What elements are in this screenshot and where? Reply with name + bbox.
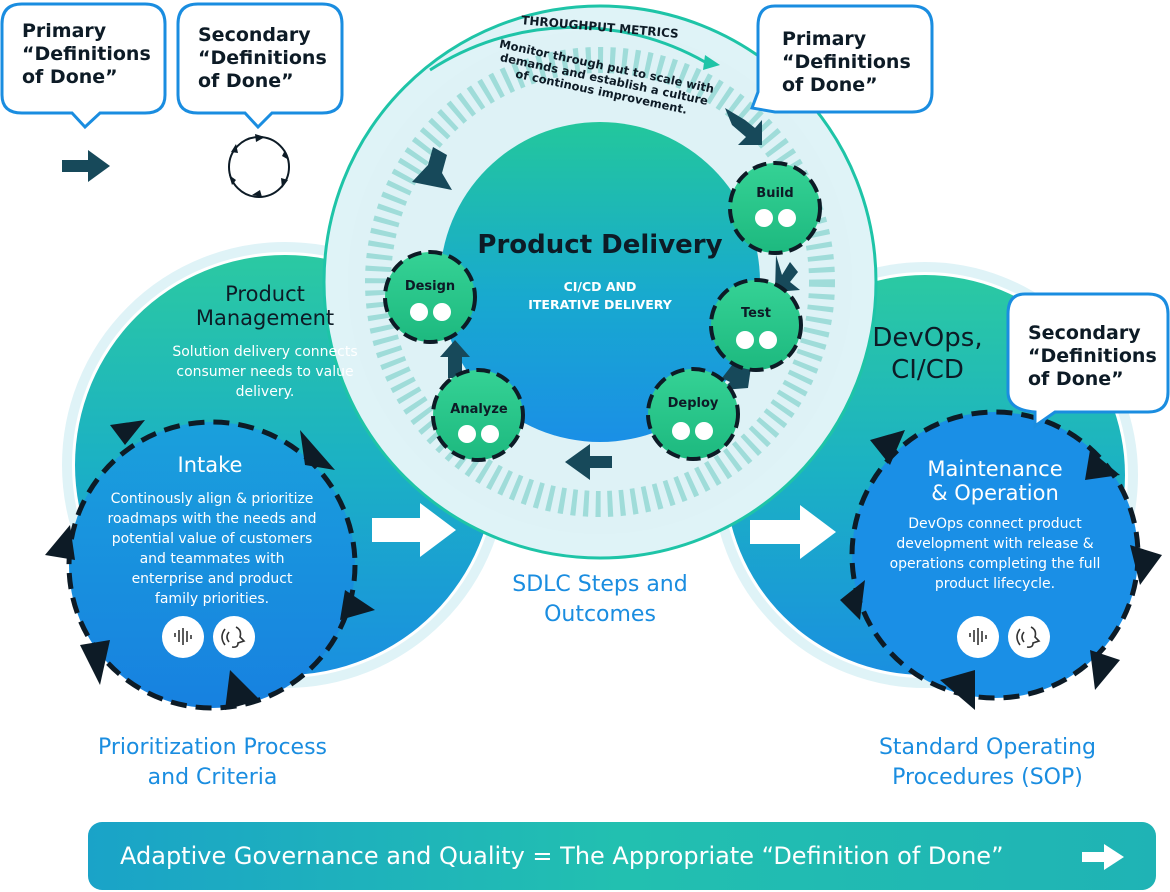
step-analyze-label: Analyze [450, 402, 508, 417]
icon-pairs [162, 209, 1050, 658]
devops-title-1: DevOps, [872, 323, 983, 353]
devops-title: DevOps, CI/CD [850, 322, 1005, 386]
maintenance-body: DevOps connect product development with … [889, 516, 1101, 592]
callout-primary-top-right: Primary “Definitions of Done” [782, 28, 911, 96]
step-design-label: Design [404, 279, 456, 294]
maintenance-title: Maintenance & Operation [880, 457, 1110, 505]
throughput-arc [429, 25, 720, 72]
product-delivery-title: Product Delivery [477, 230, 723, 260]
sdlc-label: SDLC Steps and Outcomes [480, 570, 720, 630]
audio-wave-icon [174, 628, 987, 645]
callout-secondary-right: Secondary “Definitions of Done” [1028, 322, 1157, 390]
sop-label: Standard Operating Procedures (SOP) [850, 733, 1125, 793]
product-management-title: Product Management [170, 282, 360, 330]
prioritization-label: Prioritization Process and Criteria [70, 733, 355, 793]
governance-banner [88, 822, 1156, 890]
maintenance-title-1: Maintenance [927, 457, 1063, 481]
product-management-body: Solution delivery connects consumer need… [172, 344, 358, 400]
banner-arrow-icon [1082, 844, 1124, 870]
product-management-title-2: Management [195, 306, 335, 330]
sdlc-label-2: Outcomes [544, 602, 656, 627]
step-nodes [383, 161, 822, 462]
maintenance-circle [840, 409, 1162, 710]
product-delivery-subtitle: CI/CD AND ITERATIVE DELIVERY [490, 278, 710, 314]
product-delivery-sub-2: ITERATIVE DELIVERY [528, 297, 672, 312]
callout-primary-top-left: Primary “Definitions of Done” [22, 20, 151, 88]
callout-secondary-top-left: Secondary “Definitions of Done” [198, 24, 327, 92]
step-build-label: Build [756, 186, 794, 201]
intake-title: Intake [177, 453, 243, 477]
prioritization-label-1: Prioritization Process [97, 735, 327, 760]
navy-arrows [412, 108, 800, 480]
sop-label-1: Standard Operating [878, 735, 1097, 760]
intake-body: Continously align & prioritize roadmaps … [107, 491, 317, 607]
product-management-title-1: Product [225, 282, 305, 306]
governance-banner-text: Adaptive Governance and Quality = The Ap… [120, 842, 1004, 870]
intake-circle [45, 419, 375, 711]
callout-bubbles [0, 2, 1170, 429]
step-deploy-label: Deploy [667, 396, 719, 411]
product-delivery-sub-1: CI/CD AND [563, 279, 637, 294]
step-test-label: Test [741, 306, 771, 321]
sop-label-2: Procedures (SOP) [892, 765, 1083, 790]
prioritization-label-2: and Criteria [147, 765, 278, 790]
flow-arrows [372, 503, 836, 559]
sdlc-label-1: SDLC Steps and [512, 572, 688, 597]
devops-title-2: CI/CD [891, 355, 964, 385]
maintenance-title-2: & Operation [931, 481, 1059, 505]
right-arrow-icon [62, 150, 110, 182]
speaking-head-icon [221, 626, 1041, 648]
cycle-arrows-icon [228, 134, 290, 198]
